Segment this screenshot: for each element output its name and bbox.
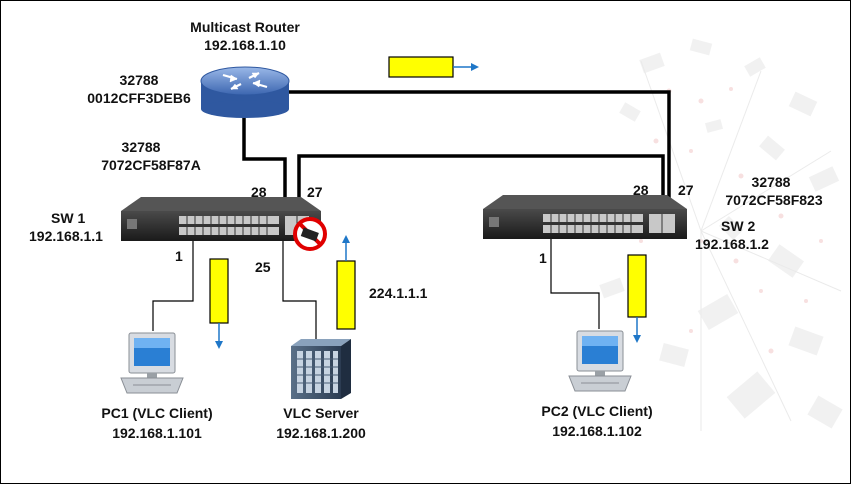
sw1-name: SW 1 bbox=[51, 210, 86, 226]
sw1-ip: 192.168.1.1 bbox=[29, 228, 103, 244]
router-name: Multicast Router bbox=[190, 19, 300, 35]
cable-sw1-pc1 bbox=[152, 241, 194, 331]
sw1-port-27: 27 bbox=[307, 184, 323, 200]
sw2-bridge-priority: 32788 bbox=[751, 174, 791, 190]
cable-sw1-server bbox=[282, 241, 317, 341]
background-pattern bbox=[599, 38, 843, 431]
packet-to-pc2 bbox=[627, 254, 647, 318]
multicast-group-address: 224.1.1.1 bbox=[369, 285, 428, 301]
server-name: VLC Server bbox=[283, 405, 359, 421]
pc1-name: PC1 (VLC Client) bbox=[101, 405, 213, 421]
sw1-bridge-priority: 32788 bbox=[121, 139, 161, 155]
access-cables bbox=[152, 239, 600, 341]
sw2-port-1: 1 bbox=[539, 250, 547, 266]
pc1-ip: 192.168.1.101 bbox=[112, 425, 202, 441]
router-ip: 192.168.1.10 bbox=[204, 37, 286, 53]
sw1-port-25: 25 bbox=[255, 259, 271, 275]
multicast-packets bbox=[209, 56, 647, 349]
cable-router-sw1 bbox=[242, 109, 287, 223]
router-icon bbox=[200, 66, 290, 118]
pc1-computer-icon bbox=[120, 332, 184, 394]
blocked-port-icon bbox=[293, 217, 327, 251]
router-bridge-priority: 32788 bbox=[119, 72, 159, 88]
cable-sw2-pc2 bbox=[550, 239, 600, 329]
packet-to-pc1 bbox=[209, 258, 229, 324]
packet-from-server bbox=[336, 260, 356, 330]
router-bridge-mac: 0012CFF3DEB6 bbox=[87, 90, 191, 106]
sw2-ip: 192.168.1.2 bbox=[695, 236, 769, 252]
sw2-bridge-mac: 7072CF58F823 bbox=[725, 192, 823, 208]
vlc-server-icon bbox=[291, 339, 351, 399]
server-ip: 192.168.1.200 bbox=[276, 425, 366, 441]
sw1-switch-icon bbox=[121, 197, 321, 241]
sw1-port-1: 1 bbox=[175, 248, 183, 264]
cable-sw1-sw2 bbox=[297, 154, 665, 221]
sw1-bridge-mac: 7072CF58F87A bbox=[101, 157, 201, 173]
pc2-name: PC2 (VLC Client) bbox=[541, 403, 653, 419]
sw2-switch-icon bbox=[483, 195, 687, 239]
cable-router-sw2 bbox=[287, 90, 671, 219]
sw2-name: SW 2 bbox=[721, 218, 756, 234]
sw2-port-27: 27 bbox=[678, 182, 694, 198]
pc2-computer-icon bbox=[568, 330, 632, 392]
cables bbox=[242, 90, 671, 223]
sw1-port-28: 28 bbox=[251, 184, 267, 200]
packet-router-to-sw2 bbox=[388, 56, 454, 78]
sw2-port-28: 28 bbox=[633, 182, 649, 198]
pc2-ip: 192.168.1.102 bbox=[552, 423, 642, 439]
